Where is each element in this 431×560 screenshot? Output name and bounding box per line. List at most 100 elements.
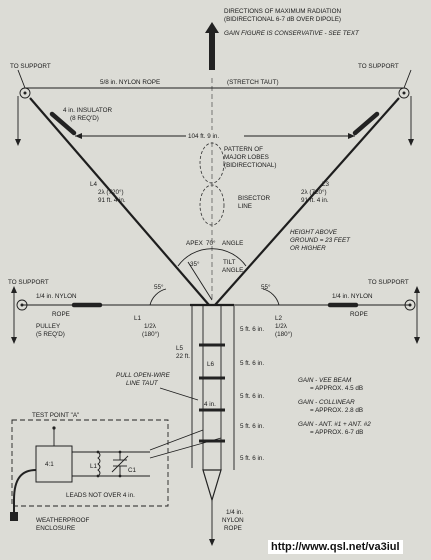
gain-collinear: GAIN - COLLINEAR: [298, 399, 355, 406]
bottom-rope-3: ROPE: [224, 525, 242, 532]
rope-left-2: ROPE: [52, 311, 70, 318]
cap-label: C1: [128, 467, 137, 474]
spacing-5: 5 ft. 6 in.: [240, 455, 264, 462]
l1-wl: 1/2λ: [144, 323, 157, 330]
pulley-top-right: [398, 69, 414, 146]
top-rope-label: 5/8 in. NYLON ROPE: [100, 79, 160, 86]
coil-label: L1: [90, 463, 98, 470]
apex-arc: [177, 248, 247, 267]
tilt-angle-word: ANGLE: [222, 267, 243, 274]
weatherproof-enclosure: [11, 419, 169, 507]
enclosure-line1: WEATHERPROOF: [36, 517, 90, 524]
balun-box: [35, 445, 73, 483]
header-line1: DIRECTIONS OF MAXIMUM RADIATION: [224, 8, 342, 15]
insulator-left: [49, 111, 77, 136]
major-lobes: [199, 142, 225, 226]
support-mid-left: TO SUPPORT: [8, 279, 49, 286]
leg-l3: [214, 97, 400, 306]
pulley-top-left: [15, 69, 31, 146]
leg-l4-wl: 2λ (720°): [98, 188, 124, 196]
lobes-line2: MAJOR LOBES: [224, 154, 269, 161]
gain-vee-value: = APPROX. 4.5 dB: [310, 385, 363, 392]
rope-right-2: ROPE: [350, 311, 368, 318]
header-line2: (BIDIRECTIONAL 6-7 dB OVER DIPOLE): [224, 16, 341, 23]
half-angle: 35°: [190, 260, 200, 268]
bottom-rope-2: NYLON: [222, 517, 244, 524]
gain-collinear-value: = APPROX. 2.8 dB: [310, 407, 363, 414]
insulator-right: [352, 111, 380, 136]
leg-l4-name: L4: [90, 181, 98, 188]
support-mid-right: TO SUPPORT: [368, 279, 409, 286]
l2-wl: 1/2λ: [275, 323, 288, 330]
angle-right: 55°: [261, 283, 271, 291]
angle-arc-left: [149, 288, 167, 306]
l2-deg: (180°): [275, 330, 292, 338]
test-point-label: TEST POINT "A": [32, 412, 79, 419]
height-line1: HEIGHT ABOVE: [290, 229, 338, 236]
span-width: 104 ft. 9 in.: [188, 133, 219, 140]
header-line3: GAIN FIGURE IS CONSERVATIVE - SEE TEXT: [224, 30, 360, 37]
pull-line2: LINE TAUT: [126, 380, 159, 387]
height-line2: GROUND = 23 FEET: [290, 237, 351, 244]
insulator-qty: (8 REQ'D): [70, 115, 99, 122]
apex-label: APEX: [186, 240, 204, 247]
pulley-qty: (5 REQ'D): [36, 331, 65, 338]
l2-name: L2: [275, 315, 283, 322]
pulley-label: PULLEY: [36, 323, 61, 330]
leg-l3-wl: 2λ (720°): [301, 188, 327, 196]
radiation-direction-arrow: [205, 22, 219, 70]
support-top-left: TO SUPPORT: [10, 63, 51, 70]
l1-deg: (180°): [142, 330, 159, 338]
circuit: [52, 426, 150, 478]
spacing-3: 5 ft. 6 in.: [240, 393, 264, 400]
lobes-line3: (BIDIRECTIONAL): [224, 162, 276, 169]
source-url: http://www.qsl.net/va3iul: [268, 540, 403, 554]
rope-left-1: 1/4 in. NYLON: [36, 293, 77, 300]
top-rope-taut: (STRETCH TAUT): [227, 79, 279, 86]
leg-l3-name: L3: [322, 181, 330, 188]
leg-l4: [29, 97, 210, 306]
spacing-1: 5 ft. 6 in.: [240, 326, 264, 333]
spacing-4: 5 ft. 6 in.: [240, 423, 264, 430]
coax-connector: [10, 512, 18, 521]
gain-total-value: = APPROX. 6-7 dB: [310, 429, 363, 436]
l5-len: 22 ft.: [176, 353, 190, 360]
bisector-label: BISECTOR: [238, 195, 271, 202]
l6-name: L6: [207, 361, 215, 368]
bottom-rope-1: 1/4 in.: [226, 509, 243, 516]
tilt-word: TILT: [223, 259, 236, 266]
gain-total: GAIN - ANT. #1 + ANT. #2: [298, 421, 371, 428]
support-top-right: TO SUPPORT: [358, 63, 399, 70]
enclosure-line2: ENCLOSURE: [36, 525, 75, 532]
height-line3: OR HIGHER: [290, 245, 326, 252]
bottom-termination: [202, 469, 222, 546]
feed-wire-2: [149, 437, 222, 459]
rope-right-1: 1/4 in. NYLON: [332, 293, 373, 300]
leads-label: LEADS NOT OVER 4 in.: [66, 492, 135, 499]
tilt-line: [187, 261, 213, 301]
line-spacing: 4 in.: [204, 401, 216, 408]
apex-angle-word: ANGLE: [222, 240, 243, 247]
pulley-mid-left: [11, 286, 28, 344]
l5-name: L5: [176, 345, 184, 352]
pull-leader: [159, 387, 199, 401]
bisector-label-2: LINE: [238, 203, 252, 210]
lobes-line1: PATTERN OF: [224, 146, 263, 153]
l1-name: L1: [134, 315, 142, 322]
leg-l4-len: 91 ft. 4 in.: [98, 197, 126, 204]
open-wire-line: [202, 305, 222, 470]
insulator-label: 4 in. INSULATOR: [63, 107, 113, 114]
leg-l3-len: 91 ft. 4 in.: [301, 197, 329, 204]
pull-line1: PULL OPEN-WIRE: [116, 372, 171, 379]
angle-left: 55°: [154, 283, 164, 291]
balun-ratio: 4:1: [45, 461, 54, 468]
coax-cable: [13, 469, 37, 514]
pulley-mid-right: [404, 286, 420, 344]
feed-wire-1: [149, 429, 204, 451]
spacing-2: 5 ft. 6 in.: [240, 360, 264, 367]
angle-arc-right: [262, 288, 280, 306]
apex-angle: 70°: [206, 239, 216, 247]
gain-vee: GAIN - VEE BEAM: [298, 377, 352, 384]
